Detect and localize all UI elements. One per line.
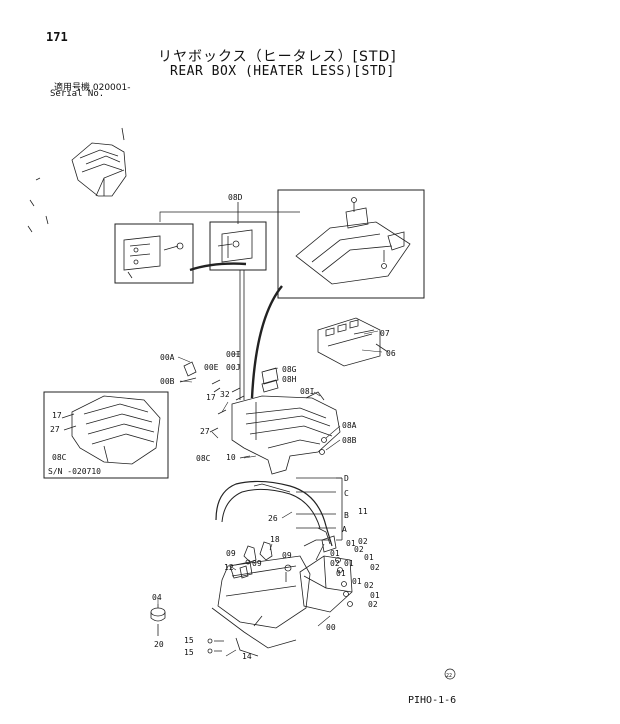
callout-00E: 00E (204, 363, 219, 372)
detail-inset-right (277, 189, 425, 299)
callout-02-c: 02 (330, 559, 340, 568)
console-panel-part (317, 317, 389, 367)
serial-label-japanese: 適用号機 020001- (54, 83, 131, 93)
callout-08A: 08A (342, 421, 357, 430)
machine-overview-sketch (27, 127, 127, 233)
callout-C: C (344, 489, 349, 498)
leader-thick-left (189, 262, 247, 272)
callout-leaders (157, 330, 383, 657)
detail-inset-left (114, 223, 194, 284)
callout-02-b: 02 (354, 545, 364, 554)
detail-inset-middle (209, 221, 267, 271)
callout-00: 00 (326, 623, 336, 632)
callout-08B: 08B (342, 436, 357, 445)
callout-10: 10 (226, 453, 236, 462)
callout-01-c: 01 (364, 553, 374, 562)
callout-32: 32 (220, 390, 230, 399)
callout-02-f: 02 (368, 600, 378, 609)
callout-D: D (344, 474, 349, 483)
callout-01-d: 01 (344, 559, 354, 568)
callout-04: 04 (152, 593, 162, 602)
circled-mark-label: 22 (446, 673, 452, 679)
callout-11: 11 (358, 507, 368, 516)
callout-B: B (344, 511, 349, 520)
callout-00I: 00I (226, 350, 241, 359)
callout-27: 27 (200, 427, 210, 436)
callout-20: 20 (154, 640, 164, 649)
inset-callout-27: 27 (50, 425, 60, 434)
callout-14: 14 (242, 652, 252, 661)
callout-01-b: 01 (330, 549, 340, 558)
callout-00B: 00B (160, 377, 175, 386)
cap-and-bolts (150, 604, 224, 654)
page-code: PIHO-1-6 (408, 695, 457, 706)
callout-08H: 08H (282, 375, 297, 384)
callout-02-d: 02 (370, 563, 380, 572)
callout-09-right: 09 (282, 551, 292, 560)
inset-callout-17: 17 (52, 411, 62, 420)
callout-15-lower: 15 (184, 648, 194, 657)
callout-08D: 08D (228, 193, 243, 202)
inset-callout-08C: 08C (52, 453, 67, 462)
inset-older-serial (43, 391, 169, 479)
callout-labels: 08D 07 06 00A 00B 00E 00I 00J 08G 08H 08… (48, 193, 396, 661)
callout-01-f: 01 (352, 577, 362, 586)
title-english: REAR BOX (HEATER LESS)[STD] (170, 64, 395, 79)
serial-label-english: Serial No. (50, 89, 105, 99)
callout-12: 12 (224, 563, 234, 572)
callout-09-mid: 09 (252, 559, 262, 568)
callout-15-upper: 15 (184, 636, 194, 645)
callout-07: 07 (380, 329, 390, 338)
callout-01-a: 01 (346, 539, 356, 548)
callout-01-e: 01 (336, 569, 346, 578)
callout-00J: 00J (226, 363, 240, 372)
callout-08C: 08C (196, 454, 211, 463)
callout-02-e: 02 (364, 581, 374, 590)
callout-A: A (342, 525, 347, 534)
callout-06: 06 (386, 349, 396, 358)
callout-17: 17 (206, 393, 216, 402)
inset-serial-range: S/N -020710 (48, 467, 101, 476)
callout-01-g: 01 (370, 591, 380, 600)
callout-08G: 08G (282, 365, 297, 374)
callout-02-a: 02 (358, 537, 368, 546)
callout-26: 26 (268, 514, 278, 523)
title-japanese: リヤボックス（ヒータレス）[STD] (158, 49, 397, 65)
callout-18: 18 (270, 535, 280, 544)
leader-thick-right (250, 285, 283, 399)
circled-mark: 22 (444, 668, 456, 680)
page-number: 171 (46, 30, 68, 44)
lower-tray-assembly (211, 541, 311, 657)
callout-00A: 00A (160, 353, 175, 362)
callout-08I: 08I (300, 387, 315, 396)
callout-09-left: 09 (226, 549, 236, 558)
frame-brackets (215, 477, 343, 547)
right-box-part (299, 535, 353, 613)
